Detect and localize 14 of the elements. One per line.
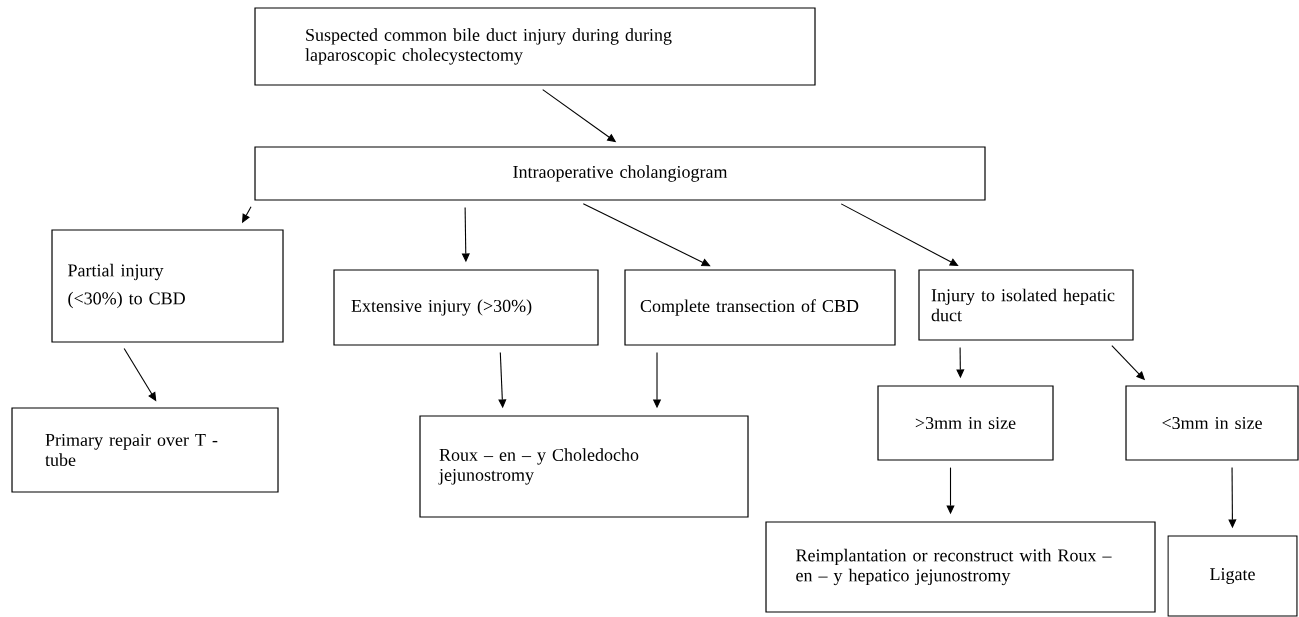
process-box: <3mm in size (1125, 385, 1299, 461)
process-box: Roux – en – y Choledocho jejunostromy (419, 415, 749, 518)
process-box: >3mm in size (877, 385, 1054, 461)
process-box: Partial injury (<30%) to CBD (51, 229, 284, 343)
process-box: Primary repair over T - tube (11, 407, 279, 493)
process-box: Injury to isolated hepatic duct (918, 269, 1134, 341)
arrow (840, 203, 959, 267)
process-box: Complete transection of CBD (624, 269, 896, 346)
process-box: Reimplantation or reconstruct with Roux – en – y hepatico jejunostromy (765, 521, 1156, 613)
process-box: Suspected common bile duct injury during during laparoscopic cholecystectomy (254, 7, 816, 86)
process-box: Intraoperative cholangiogram (254, 146, 986, 201)
process-box: Ligate (1167, 535, 1298, 617)
process-box: Extensive injury (>30%) (333, 269, 599, 346)
arrow (582, 203, 711, 267)
